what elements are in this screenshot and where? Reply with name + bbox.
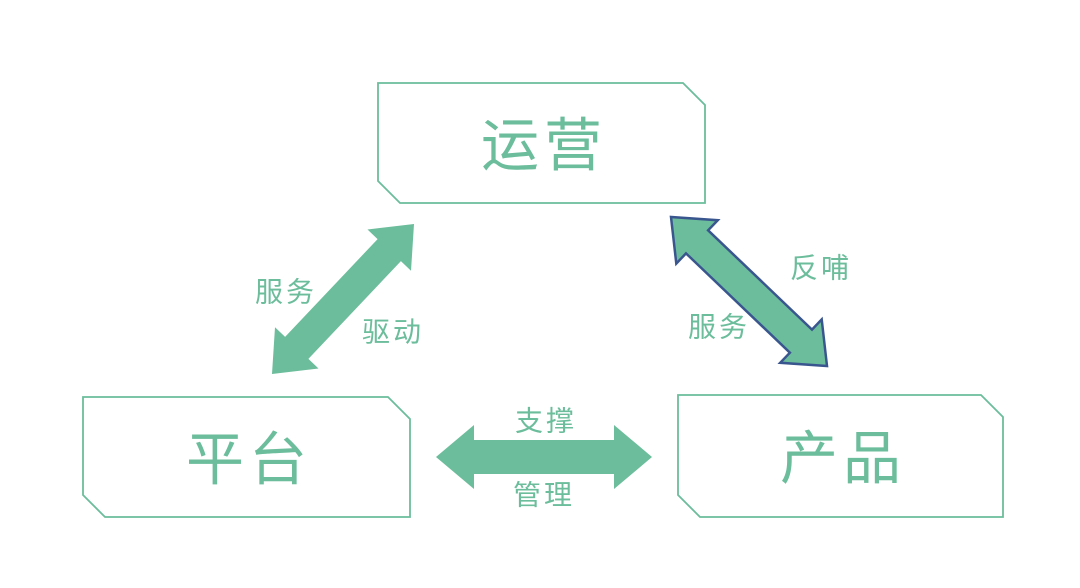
edge-label-platform-product-upper: 支撑 [515,406,577,437]
edge-label-operations-product-lower: 服务 [688,312,750,343]
node-box-operations [377,82,706,204]
edge-label-operations-product-upper: 反哺 [790,253,852,284]
node-box-product [677,394,1004,518]
arrow-operations-product [669,215,829,368]
arrow-platform-operations [272,224,414,374]
node-label-platform: 平台 [186,428,312,493]
node-label-operations: 运营 [481,114,607,179]
edge-label-platform-operations-upper: 服务 [255,277,317,308]
edge-label-platform-operations-lower: 驱动 [362,317,424,348]
node-label-product: 产品 [780,427,906,492]
arrow-platform-product [436,425,652,489]
node-box-platform [82,396,411,518]
edge-label-platform-product-lower: 管理 [513,480,575,511]
